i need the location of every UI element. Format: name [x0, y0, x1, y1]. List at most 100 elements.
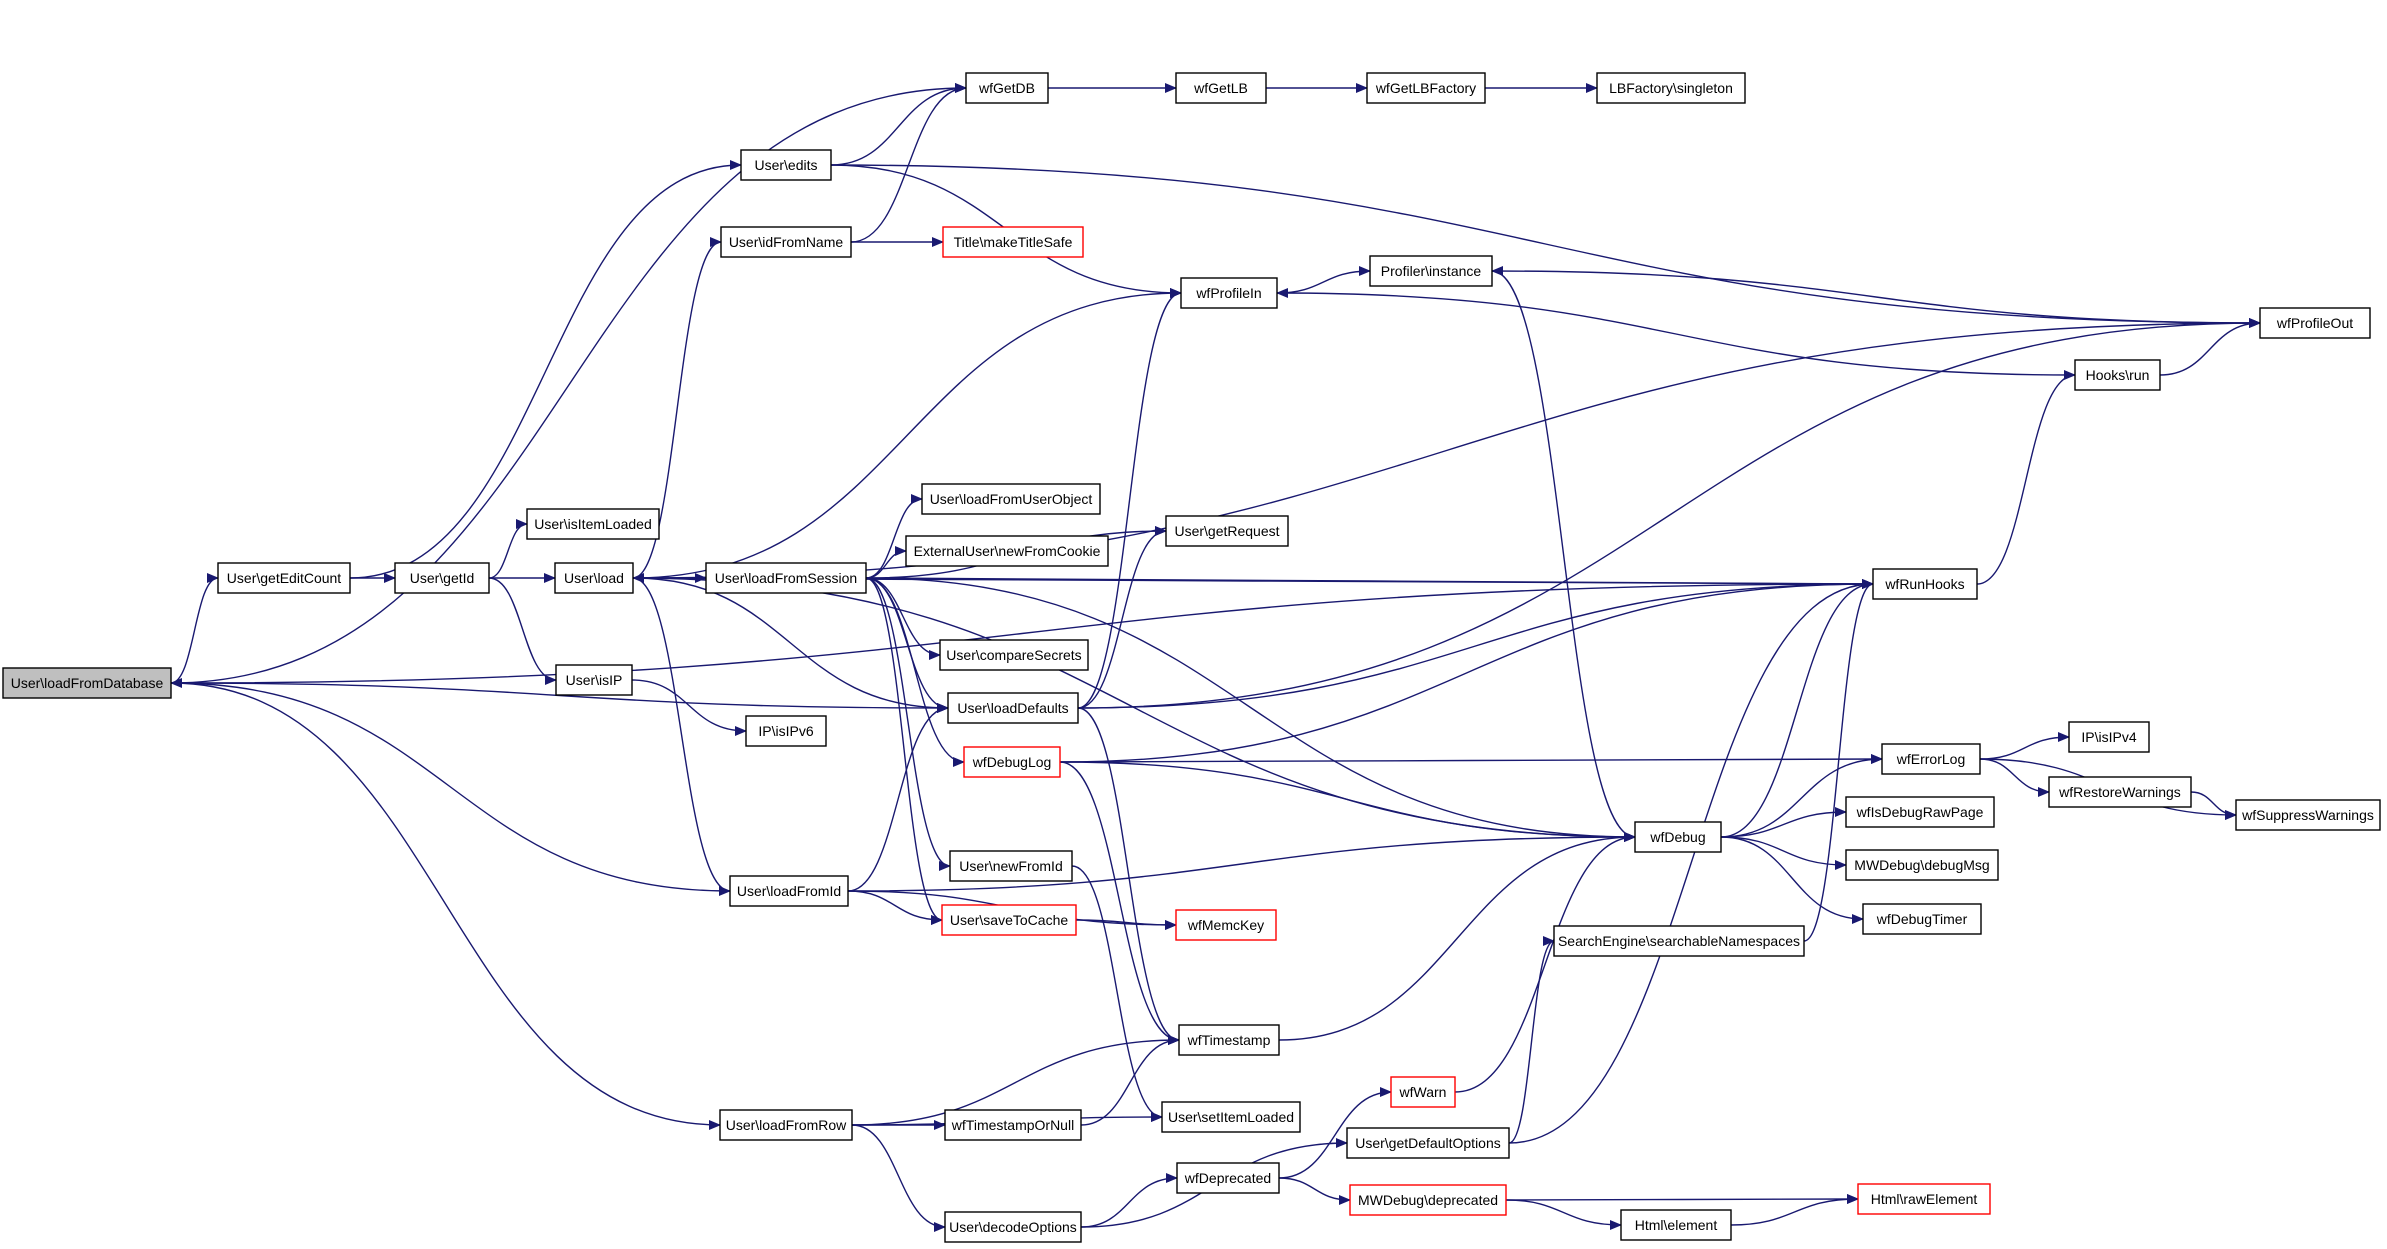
- node-set-item-loaded[interactable]: User\setItemLoaded: [1161, 1101, 1301, 1133]
- node-box: [745, 715, 827, 747]
- node-label: User\getDefaultOptions: [1355, 1135, 1501, 1151]
- node-wf-suppress-warnings[interactable]: wfSuppressWarnings: [2235, 799, 2381, 831]
- node-wf-debug-timer[interactable]: wfDebugTimer: [1862, 903, 1982, 935]
- node-get-id[interactable]: User\getId: [394, 562, 490, 594]
- edge-is-ip-to-is-ipv6: [631, 679, 747, 736]
- node-html-element[interactable]: Html\element: [1620, 1209, 1732, 1241]
- node-edits[interactable]: User\edits: [740, 149, 832, 181]
- edge-wf-profile-out-to-profiler-instance: [1491, 266, 2261, 324]
- node-is-item-loaded[interactable]: User\isItemLoaded: [526, 508, 660, 540]
- node-new-from-id[interactable]: User\newFromId: [949, 850, 1073, 882]
- edge-load-to-load-defaults: [632, 577, 949, 713]
- node-wf-profile-out[interactable]: wfProfileOut: [2259, 307, 2371, 339]
- node-box: [394, 562, 490, 594]
- node-root[interactable]: User\loadFromDatabase: [2, 667, 172, 699]
- node-label: wfGetDB: [978, 80, 1035, 96]
- node-debug-msg[interactable]: MWDebug\debugMsg: [1845, 849, 1999, 881]
- node-is-ipv6[interactable]: IP\isIPv6: [745, 715, 827, 747]
- node-searchable-namespaces[interactable]: SearchEngine\searchableNamespaces: [1553, 925, 1805, 957]
- node-wf-memc-key[interactable]: wfMemcKey: [1175, 909, 1277, 941]
- node-label: wfDebug: [1649, 829, 1705, 845]
- edge-wf-deprecated-to-mw-deprecated: [1278, 1177, 1351, 1205]
- node-label: User\loadFromRow: [726, 1117, 847, 1133]
- edge-load-to-load-from-id: [632, 577, 731, 896]
- node-id-from-name[interactable]: User\idFromName: [720, 226, 852, 258]
- edge-root-to-wf-get-db: [170, 83, 967, 684]
- edge-wf-debug-to-wf-run-hooks: [1720, 579, 1874, 838]
- node-load-from-session[interactable]: User\loadFromSession: [705, 562, 867, 594]
- node-box: [947, 692, 1079, 724]
- edge-load-defaults-to-wf-run-hooks: [1077, 579, 1874, 709]
- edge-load-defaults-to-get-request: [1077, 526, 1167, 709]
- node-label: wfRunHooks: [1884, 576, 1964, 592]
- node-label: wfTimestampOrNull: [951, 1117, 1074, 1133]
- node-wf-get-db[interactable]: wfGetDB: [965, 72, 1049, 104]
- edge-mw-deprecated-to-html-element: [1505, 1199, 1622, 1230]
- node-wf-run-hooks[interactable]: wfRunHooks: [1872, 568, 1978, 600]
- node-get-default-options[interactable]: User\getDefaultOptions: [1346, 1127, 1510, 1159]
- node-wf-debug-log[interactable]: wfDebugLog: [963, 746, 1061, 778]
- node-box: [2048, 776, 2192, 808]
- node-label: User\newFromId: [959, 858, 1062, 874]
- node-wf-debug[interactable]: wfDebug: [1634, 821, 1722, 853]
- node-wf-get-lb[interactable]: wfGetLB: [1175, 72, 1267, 104]
- node-load[interactable]: User\load: [554, 562, 634, 594]
- node-get-request[interactable]: User\getRequest: [1165, 515, 1289, 547]
- edge-load-from-id-to-root: [170, 678, 731, 892]
- node-load-defaults[interactable]: User\loadDefaults: [947, 692, 1079, 724]
- edge-load-from-id-to-save-to-cache: [847, 890, 943, 925]
- edge-wf-error-log-to-is-ipv4: [1979, 732, 2070, 760]
- node-box: [1175, 909, 1277, 941]
- node-make-title-safe[interactable]: Title\makeTitleSafe: [942, 226, 1084, 258]
- edge-wf-deprecated-to-wf-warn: [1278, 1087, 1392, 1179]
- edge-new-from-id-to-set-item-loaded: [1071, 865, 1163, 1122]
- node-profiler-instance[interactable]: Profiler\instance: [1369, 255, 1493, 287]
- node-box: [1178, 1024, 1280, 1056]
- node-label: User\decodeOptions: [949, 1219, 1077, 1235]
- edge-root-to-wf-run-hooks: [170, 579, 1874, 684]
- node-load-from-user-object[interactable]: User\loadFromUserObject: [921, 483, 1101, 515]
- node-load-from-row[interactable]: User\loadFromRow: [719, 1109, 853, 1141]
- node-label: wfTimestamp: [1187, 1032, 1271, 1048]
- edge-load-from-row-to-wf-timestamp: [851, 1035, 1180, 1126]
- edge-profiler-instance-to-wf-debug: [1491, 270, 1636, 842]
- node-wf-warn[interactable]: wfWarn: [1390, 1076, 1456, 1108]
- node-box: [944, 1109, 1082, 1141]
- node-wf-deprecated[interactable]: wfDeprecated: [1176, 1162, 1280, 1194]
- node-raw-element[interactable]: Html\rawElement: [1857, 1183, 1991, 1215]
- node-save-to-cache[interactable]: User\saveToCache: [941, 904, 1077, 936]
- node-decode-options[interactable]: User\decodeOptions: [944, 1211, 1082, 1243]
- node-label: wfWarn: [1399, 1084, 1447, 1100]
- node-wf-timestamp-or-null[interactable]: wfTimestampOrNull: [944, 1109, 1082, 1141]
- node-new-from-cookie[interactable]: ExternalUser\newFromCookie: [905, 535, 1109, 567]
- node-label: LBFactory\singleton: [1609, 80, 1733, 96]
- node-compare-secrets[interactable]: User\compareSecrets: [939, 639, 1089, 671]
- edge-get-edit-count-to-edits: [349, 160, 742, 579]
- node-box: [941, 904, 1077, 936]
- node-wf-profile-in[interactable]: wfProfileIn: [1180, 277, 1278, 309]
- node-wf-restore-warnings[interactable]: wfRestoreWarnings: [2048, 776, 2192, 808]
- node-box: [1369, 255, 1493, 287]
- node-is-ip[interactable]: User\isIP: [555, 664, 633, 696]
- node-label: wfGetLBFactory: [1375, 80, 1476, 96]
- edge-load-from-id-to-wf-debug: [847, 832, 1636, 892]
- node-box: [2259, 307, 2371, 339]
- node-box: [2068, 721, 2150, 753]
- node-box: [1180, 277, 1278, 309]
- node-hooks-run[interactable]: Hooks\run: [2074, 359, 2161, 391]
- node-box: [942, 226, 1084, 258]
- node-load-from-id[interactable]: User\loadFromId: [729, 875, 849, 907]
- edge-searchable-namespaces-to-wf-run-hooks: [1803, 579, 1874, 942]
- node-wf-get-lbfactory[interactable]: wfGetLBFactory: [1366, 72, 1486, 104]
- node-lbsingleton[interactable]: LBFactory\singleton: [1596, 72, 1746, 104]
- node-is-ipv4[interactable]: IP\isIPv4: [2068, 721, 2150, 753]
- node-wf-timestamp[interactable]: wfTimestamp: [1178, 1024, 1280, 1056]
- node-mw-deprecated[interactable]: MWDebug\deprecated: [1349, 1184, 1507, 1216]
- node-get-edit-count[interactable]: User\getEditCount: [217, 562, 351, 594]
- node-label: Title\makeTitleSafe: [954, 234, 1073, 250]
- edge-html-element-to-raw-element: [1730, 1194, 1859, 1226]
- node-wf-error-log[interactable]: wfErrorLog: [1881, 743, 1981, 775]
- node-box: [719, 1109, 853, 1141]
- node-box: [1881, 743, 1981, 775]
- node-wf-is-debug-raw-page[interactable]: wfIsDebugRawPage: [1845, 796, 1995, 828]
